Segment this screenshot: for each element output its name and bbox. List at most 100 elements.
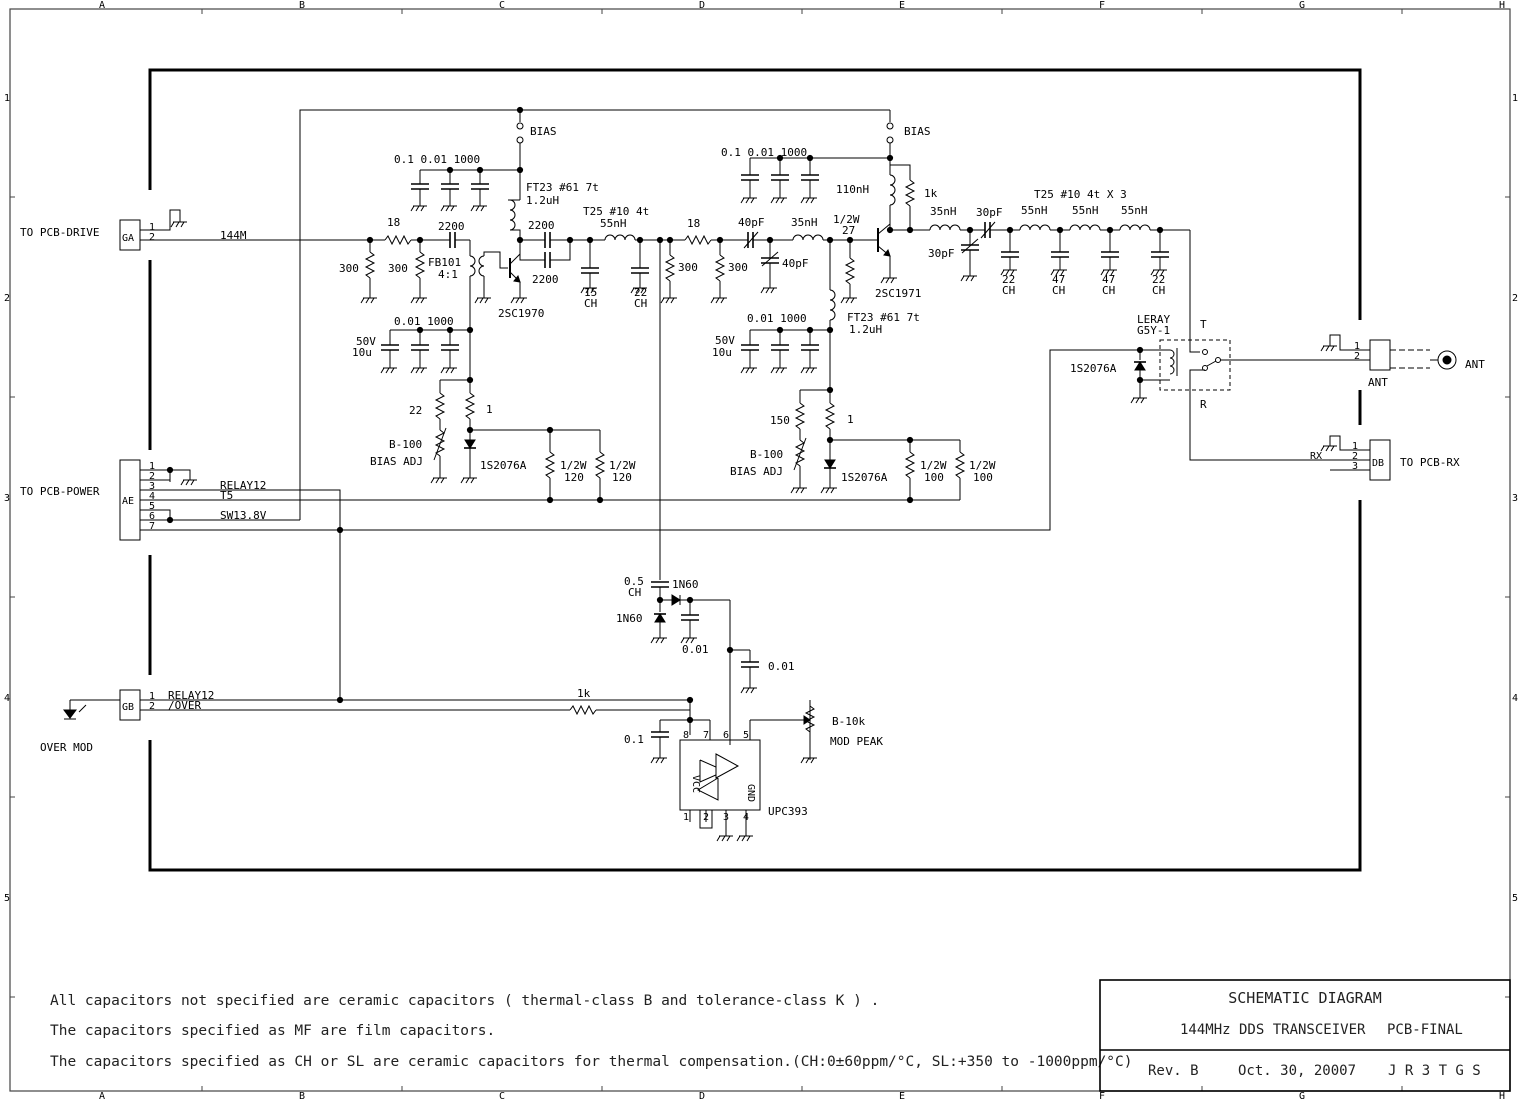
pot-label: B-100 [750,448,783,461]
col-label: E [899,1091,905,1100]
row-label: 4 [1512,693,1518,704]
pot-function: BIAS ADJ [370,455,423,468]
diode-label: 1N60 [616,612,643,625]
inductor-value: 35nH [930,205,957,218]
bias-label: BIAS [530,125,557,138]
row-label: 2 [4,293,10,304]
diode-label: 1S2076A [480,459,527,472]
inductor-label: T25 #10 4t [583,205,649,218]
pin-label: 2 [149,701,155,712]
filter-title: T25 #10 4t X 3 [1034,188,1127,201]
pin-label: 2 [1354,351,1360,362]
col-label: H [1499,1091,1505,1100]
col-label: F [1099,1091,1105,1100]
detector-labels: 0.5 CH 1N60 1N60 0.01 0.01 1k 0.1 B-10k … [577,575,883,823]
resistor-value: 1k [577,687,591,700]
cap-voltage: 50V [356,335,376,348]
transistor-label: 2SC1970 [498,307,544,320]
row-label: 3 [1512,493,1518,504]
note-line: All capacitors not specified are ceramic… [50,993,879,1009]
pin-label: 1 [149,461,155,472]
col-label: D [699,1091,705,1100]
detector-circuit [569,570,818,842]
pin-label: 3 [723,812,729,823]
resistor-power: 1/2W [833,213,860,226]
cap-value: 2200 [438,220,465,233]
title-block-author: J R 3 T G S [1388,1063,1481,1079]
pin-label: 7 [703,730,709,741]
ic-vcc-label: VCC [690,775,701,793]
pot-function: BIAS ADJ [730,465,783,478]
row-label: 1 [1512,93,1518,104]
connector-db [1320,435,1391,481]
transistor-label: 2SC1971 [875,287,921,300]
cap-class: CH [1102,284,1115,297]
choke-label: FT23 #61 7t [526,181,599,194]
diode-label: 1S2076A [841,471,888,484]
resistor-value: 100 [924,471,944,484]
resistor-power: 1/2W [920,459,947,472]
pin-label: 1 [683,812,689,823]
net-relay12: RELAY12 [220,479,266,492]
resistor-value: 1 [847,413,854,426]
cap-values: 0.1 0.01 1000 [394,153,480,166]
pin-label: 4 [743,812,749,823]
cap-value: 10u [712,346,732,359]
pin-label: 6 [723,730,729,741]
row-label: 3 [4,493,10,504]
cap-value: 22 [634,286,647,299]
inductor-value: 55nH [1021,204,1048,217]
pin-label: 1 [149,691,155,702]
cap-value: 2200 [532,273,559,286]
cap-class: CH [584,297,597,310]
inductor-value: 55nH [600,217,627,230]
resistor-value: 22 [409,404,422,417]
output-filter [929,221,1200,353]
resistor-value: 27 [842,224,855,237]
inductor-value: 35nH [791,216,818,229]
resistor-value: 18 [387,216,400,229]
cap-value: 0.5 [624,575,644,588]
net-t5: T5 [220,489,233,502]
connector-gb [63,689,690,721]
stage1-driver [299,106,890,570]
diode-label: 1S2076A [1070,362,1117,375]
col-label: F [1099,0,1105,11]
cap-value: 0.1 [624,733,644,746]
connector-ga: GA TO PCB-DRIVE 1 2 144M [20,209,247,251]
choke-value: 1.2uH [849,323,882,336]
pin-label: 5 [149,501,155,512]
cap-value: 47 [1052,273,1065,286]
cap-voltage: 50V [715,334,735,347]
note-line: The capacitors specified as CH or SL are… [50,1054,1133,1070]
row-label: 5 [4,893,10,904]
col-label: B [299,1091,305,1100]
relay-tx: T [1200,318,1207,331]
resistor-power: 1/2W [609,459,636,472]
cap-value: 47 [1102,273,1115,286]
shield-case [148,68,1362,872]
title-block-rev: Rev. B [1148,1063,1199,1079]
pin-label: 8 [683,730,689,741]
stage1-labels: BIAS 0.1 0.01 1000 FT23 #61 7t 1.2uH 18 … [339,125,649,484]
grid-markers [10,9,1510,1091]
resistor-value: 300 [728,261,748,274]
row-label: 4 [4,693,10,704]
cap-values: 0.1 0.01 1000 [721,146,807,159]
resistor-value: 120 [564,471,584,484]
cap-value: 0.01 [682,643,709,656]
relay-rx: R [1200,398,1207,411]
inductor-value: 110nH [836,183,869,196]
over-mod-label: OVER MOD [40,741,93,754]
diode-label: 1N60 [672,578,699,591]
row-label: 1 [4,93,10,104]
sheet-frame [9,8,1511,1092]
stage2-labels: 18 300 300 40pF 40pF 35nH 1/2W 27 BIAS 0… [678,125,996,484]
cap-value: 22 [1002,273,1015,286]
title-block-board: PCB-FINAL [1387,1022,1463,1038]
ant-label: ANT [1368,376,1388,389]
relay-part: G5Y-1 [1137,324,1170,337]
net-over: /OVER [168,699,201,712]
net-sw138v: SW13.8V [220,509,267,522]
